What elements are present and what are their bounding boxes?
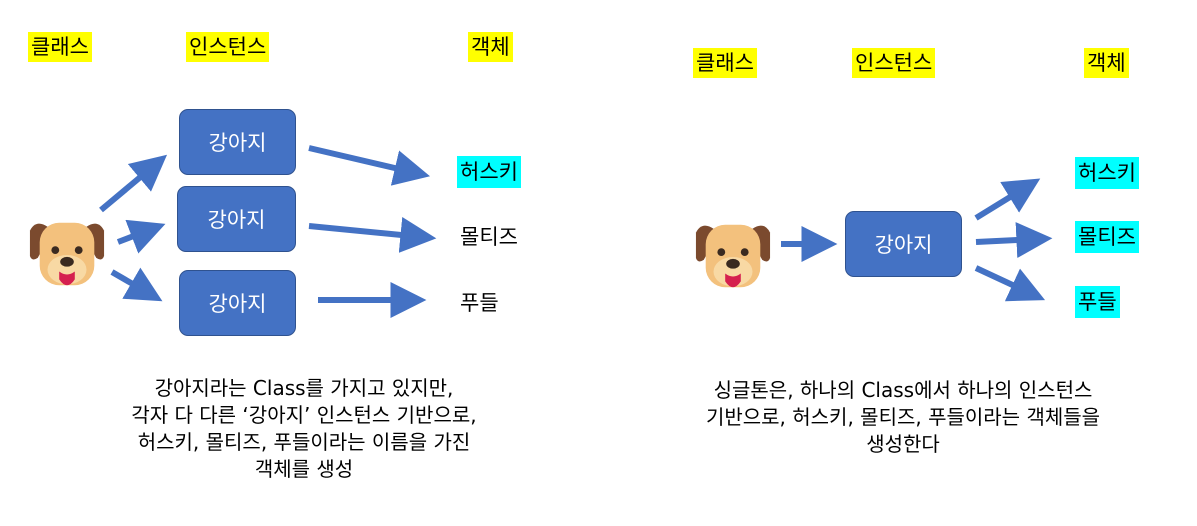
caption-left: 강아지라는 Class를 가지고 있지만, 각자 다 다른 ‘강아지’ 인스턴스… (84, 375, 524, 483)
caption-line: 생성한다 (866, 432, 940, 456)
header-class: 클래스 (28, 32, 92, 62)
diagram-multiple-instances: 클래스 인스턴스 객체 강아지 강아지 강아지 허스키 몰티즈 푸들 강아지라는… (0, 0, 598, 526)
instance-box-1: 강아지 (179, 109, 296, 175)
header-class: 클래스 (693, 48, 757, 78)
arrow-instance-to-husky (308, 145, 431, 186)
caption-line: 기반으로, 허스키, 몰티즈, 푸들이라는 객체들을 (705, 405, 1101, 429)
caption-line: 싱글톤은, 하나의 Class에서 하나의 인스턴스 (713, 378, 1093, 402)
caption-line: 각자 다 다른 ‘강아지’ 인스턴스 기반으로, (131, 403, 477, 427)
arrow-instance-to-husky (974, 178, 1041, 221)
object-maltese: 몰티즈 (460, 225, 518, 249)
caption-line: 강아지라는 Class를 가지고 있지만, (154, 376, 454, 400)
dog-face-icon (695, 224, 771, 288)
object-poodle: 푸들 (1075, 286, 1120, 318)
arrow-instance-to-maltese (975, 222, 1053, 259)
object-husky: 허스키 (457, 156, 521, 188)
arrow-class-to-instance-2 (116, 219, 166, 254)
diagram-singleton: 클래스 인스턴스 객체 강아지 허스키 몰티즈 푸들 싱글톤은, 하나의 Cla… (598, 0, 1197, 526)
object-maltese: 몰티즈 (1075, 221, 1139, 253)
instance-box-3: 강아지 (179, 270, 296, 336)
arrow-instance-to-poodle (974, 265, 1046, 302)
arrows-left (99, 145, 437, 318)
instance-box-2: 강아지 (177, 186, 296, 252)
caption-line: 객체를 생성 (254, 457, 354, 481)
arrow-class-to-instance-1 (99, 154, 168, 213)
caption-right: 싱글톤은, 하나의 Class에서 하나의 인스턴스 기반으로, 허스키, 몰티… (638, 377, 1168, 458)
instance-box-single: 강아지 (845, 211, 962, 277)
dog-face-icon (29, 222, 105, 286)
arrows-right (781, 178, 1053, 302)
header-instance: 인스턴스 (186, 32, 270, 62)
header-object: 객체 (468, 32, 513, 62)
caption-line: 허스키, 몰티즈, 푸들이라는 이름을 가진 (137, 430, 471, 454)
arrow-class-to-instance-3 (110, 267, 163, 302)
header-instance: 인스턴스 (852, 48, 936, 78)
arrow-instance-to-maltese (308, 216, 437, 253)
object-poodle: 푸들 (460, 291, 499, 315)
object-husky: 허스키 (1075, 157, 1139, 189)
header-object: 객체 (1084, 48, 1129, 78)
